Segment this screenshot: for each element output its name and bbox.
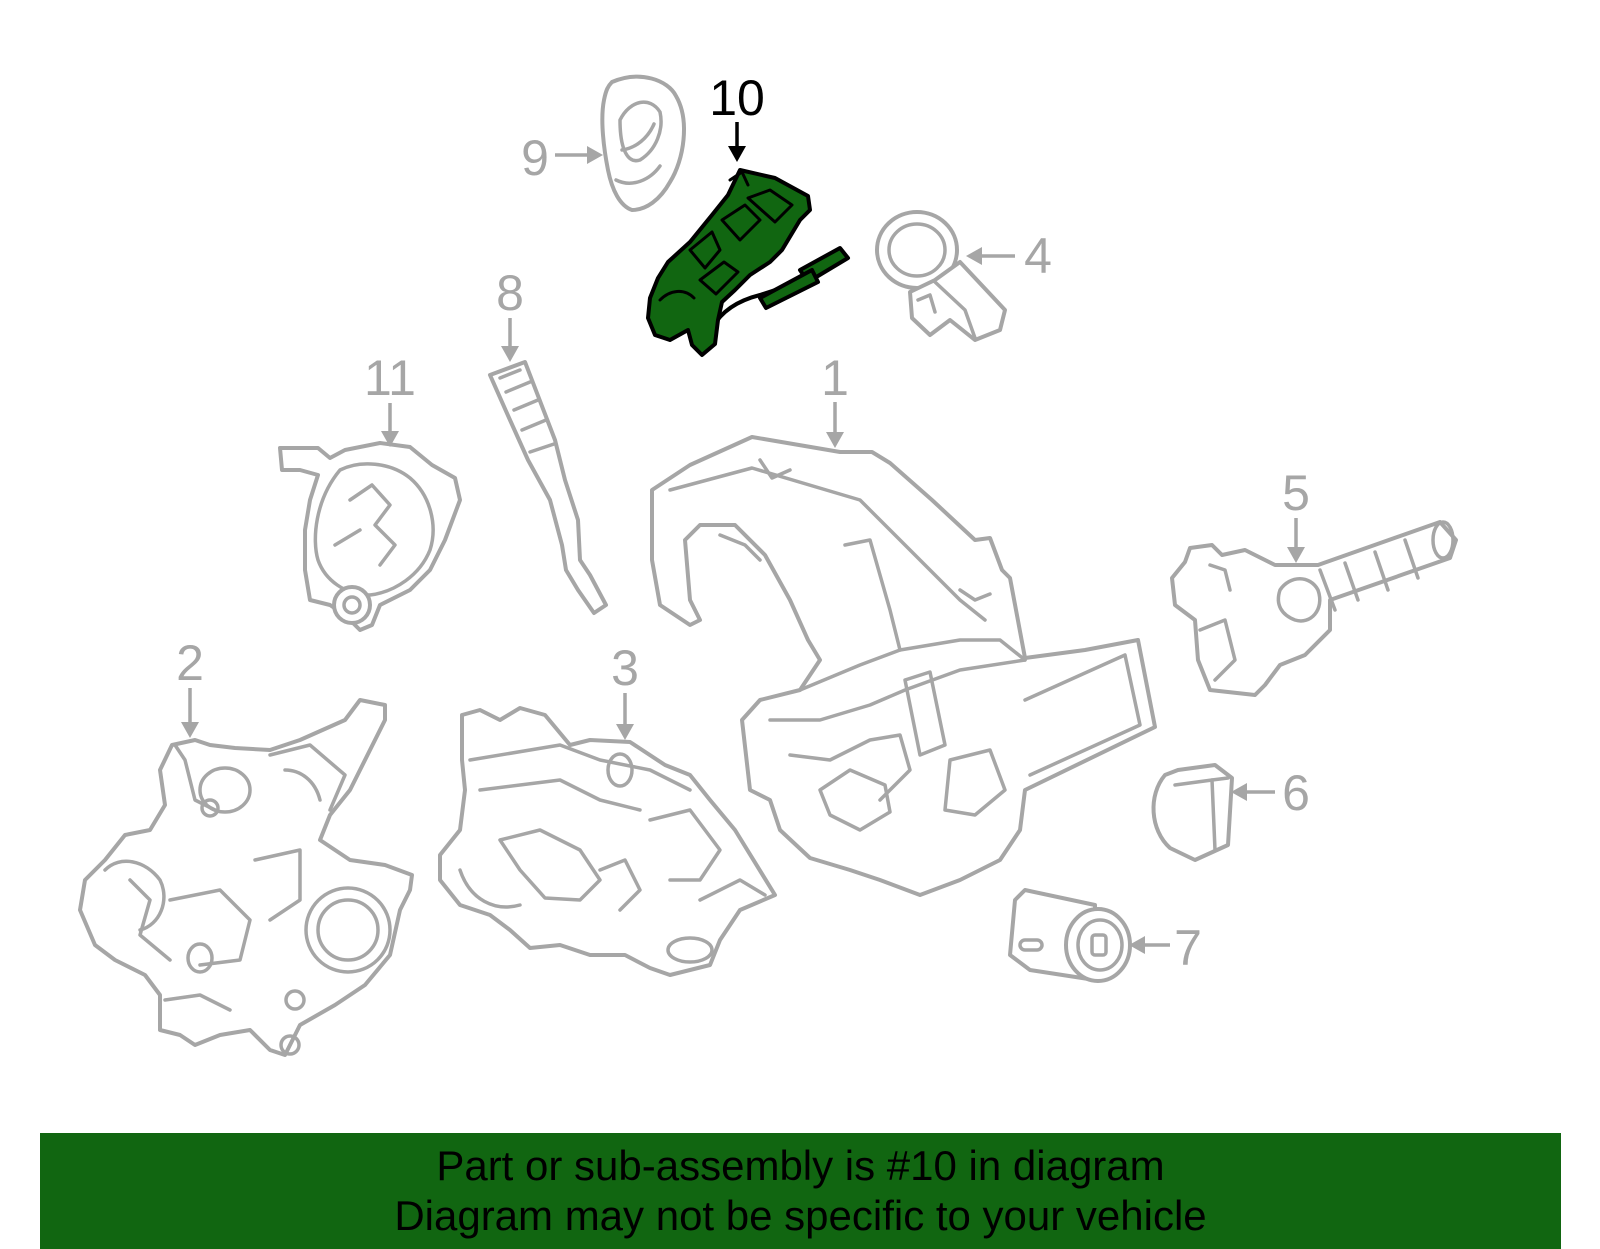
svg-text:9: 9: [521, 130, 549, 186]
part-5[interactable]: [1170, 520, 1458, 697]
callout-3: 3: [611, 640, 639, 740]
callout-4: 4: [966, 228, 1052, 284]
svg-text:1: 1: [821, 350, 849, 406]
part-8[interactable]: [488, 360, 608, 615]
info-banner: Part or sub-assembly is #10 in diagram D…: [40, 1133, 1561, 1249]
callout-10: 10: [709, 70, 765, 162]
part-11[interactable]: [278, 441, 462, 632]
banner-line-2: Diagram may not be specific to your vehi…: [394, 1192, 1207, 1239]
svg-text:11: 11: [364, 350, 416, 406]
part-1[interactable]: [650, 435, 1157, 897]
part-10[interactable]: [646, 168, 850, 357]
svg-text:7: 7: [1174, 920, 1202, 976]
part-4[interactable]: [875, 210, 1007, 342]
callout-9: 9: [521, 130, 603, 186]
part-7[interactable]: [1008, 888, 1132, 983]
callout-5: 5: [1282, 465, 1310, 563]
callout-11: 11: [364, 350, 416, 447]
callout-1: 1: [821, 350, 849, 448]
part-9[interactable]: [600, 74, 686, 212]
svg-text:5: 5: [1282, 465, 1310, 521]
parts-diagram: 1 2 3 4 5 6 7 8 9 10: [78, 70, 1458, 1057]
callout-2: 2: [176, 635, 204, 738]
svg-text:6: 6: [1282, 765, 1310, 821]
svg-text:8: 8: [496, 265, 524, 321]
callout-6: 6: [1231, 765, 1310, 821]
svg-text:4: 4: [1024, 228, 1052, 284]
svg-text:2: 2: [176, 635, 204, 691]
svg-text:10: 10: [709, 70, 765, 126]
callout-8: 8: [496, 265, 524, 362]
part-3[interactable]: [438, 706, 777, 977]
part-6[interactable]: [1151, 763, 1234, 862]
banner-line-1: Part or sub-assembly is #10 in diagram: [436, 1142, 1165, 1189]
svg-text:3: 3: [611, 640, 639, 696]
callout-7: 7: [1129, 920, 1202, 976]
part-2[interactable]: [78, 698, 414, 1057]
